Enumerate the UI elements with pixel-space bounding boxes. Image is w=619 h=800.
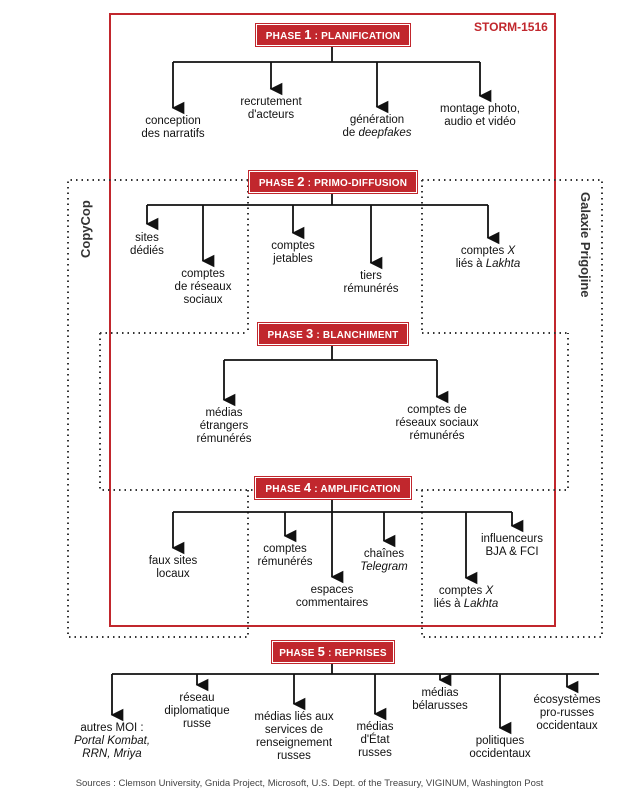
phase3-item-2-line-2: réseaux sociaux — [395, 417, 479, 429]
phase5-item-3-line-2: services de — [264, 724, 324, 736]
phase4-item-3-line-1: espaces — [310, 584, 354, 596]
phase2-item-5-line-2: liés à Lakhta — [455, 258, 521, 270]
sources-note: Sources : Clemson University, Gnida Proj… — [75, 778, 544, 789]
phase5-item-3-line-3: renseignement — [255, 737, 333, 749]
phase4-item-5-line-2: BJA & FCI — [485, 546, 539, 558]
phase2-item-4-line-1: tiers — [360, 270, 382, 282]
prigojine-label: Galaxie Prigojine — [578, 192, 593, 298]
phase5-item-1-line-2: Portal Kombat, — [73, 735, 151, 747]
phase4-item-2-line-2: rémunérés — [257, 556, 313, 568]
copycop-region — [67, 179, 248, 638]
phase2-item-1-line-2: dédiés — [130, 245, 164, 257]
phase5-item-2-line-2: diplomatique — [164, 705, 230, 717]
phase5-item-3-line-4: russes — [277, 750, 311, 762]
phase5-item-6-line-1: politiques — [475, 735, 525, 747]
phase-5-label: PHASE 5 : REPRISES — [271, 640, 395, 664]
phase-4-label: PHASE 4 : AMPLIFICATION — [254, 476, 412, 500]
phase-1-label: PHASE 1 : PLANIFICATION — [255, 23, 411, 47]
phase1-item-1-line-1: conception — [145, 115, 201, 127]
phase5-item-7-line-2: pro-russes — [539, 707, 595, 719]
phase4-item-4-line-2: Telegram — [360, 561, 408, 573]
phase5-item-4-line-1: médias — [356, 721, 394, 733]
phase-2-label: PHASE 2 : PRIMO-DIFFUSION — [248, 170, 418, 194]
phase4-item-1-line-2: locaux — [156, 568, 190, 580]
phase5-item-1-line-3: RRN, Mriya — [82, 748, 142, 760]
phase2-item-3-line-1: comptes — [271, 240, 315, 252]
prigojine-region — [422, 179, 603, 638]
phase4-item-3-line-2: commentaires — [295, 597, 369, 609]
phase2-item-3-line-2: jetables — [273, 253, 313, 265]
phase5-item-2-line-1: réseau — [179, 692, 215, 704]
phase2-item-5-line-1: comptes X — [460, 245, 516, 257]
phase5-item-5-line-2: bélarusses — [412, 700, 468, 712]
phase4-item-2-line-1: comptes — [263, 543, 307, 555]
phase5-item-7-line-1: écosystèmes — [533, 694, 601, 706]
phase2-item-2-line-2: de réseaux — [174, 281, 232, 293]
phase3-item-1-line-1: médias — [205, 407, 243, 419]
phase5-item-6-line-2: occidentaux — [469, 748, 531, 760]
phase5-item-1: autres MOI :Portal Kombat,RRN, Mriya — [52, 722, 172, 761]
phase2-item-1-line-1: sites — [135, 232, 159, 244]
phase1-item-3-line-2: de deepfakes — [342, 127, 412, 139]
storm-frame — [109, 13, 556, 627]
phase3-item-2-line-3: rémunérés — [409, 430, 465, 442]
phase5-item-5-line-1: médias — [421, 687, 459, 699]
phase3-item-1-line-3: rémunérés — [196, 433, 252, 445]
phase3-item-2-line-1: comptes de — [407, 404, 467, 416]
phase1-item-4-line-2: audio et vidéo — [444, 116, 516, 128]
phase-3-label: PHASE 3 : BLANCHIMENT — [257, 322, 409, 346]
phase1-item-3-line-1: génération — [349, 114, 405, 126]
phase5-item-4-line-2: d'État — [360, 734, 390, 746]
phase1-item-1-line-2: des narratifs — [141, 128, 205, 140]
phase4-item-1-line-1: faux sites — [148, 555, 198, 567]
phase1-item-2-line-2: d'acteurs — [247, 109, 295, 121]
phase2-item-2-line-1: comptes — [181, 268, 225, 280]
phase1-item-2-line-1: recrutement — [240, 96, 302, 108]
phase5-item-4-line-3: russes — [358, 747, 392, 759]
phase2-item-4-line-2: rémunérés — [343, 283, 399, 295]
phase5-item-2-line-3: russe — [182, 718, 212, 730]
phase3-item-1-line-2: étrangers — [199, 420, 249, 432]
phase1-item-4-line-1: montage photo, — [440, 103, 520, 115]
phase4-item-6-line-2: liés à Lakhta — [433, 598, 499, 610]
storm-title: STORM-1516 — [474, 20, 548, 34]
phase2-item-2-line-3: sociaux — [183, 294, 223, 306]
phase5-item-7-line-3: occidentaux — [536, 720, 598, 732]
phase5-item-1-line-1: autres MOI : — [80, 722, 144, 734]
phase4-item-5-line-1: influenceurs — [480, 533, 543, 545]
phase4-item-4-line-1: chaînes — [363, 548, 405, 560]
phase5-item-3-line-1: médias liés aux — [254, 711, 334, 723]
phase1-item-4: montage photo,audio et vidéo — [420, 103, 540, 129]
phase4-item-6-line-1: comptes X — [438, 585, 494, 597]
